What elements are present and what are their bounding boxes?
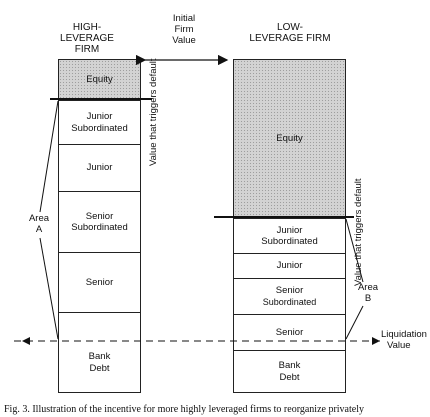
liquidation-left-arrow: [22, 337, 30, 345]
low-senior-block: Senior: [234, 314, 345, 350]
area-b-bracket-top: [345, 218, 364, 283]
high-senior-block: Senior: [59, 252, 140, 312]
area-b-label: Area B: [357, 282, 379, 304]
area-b-bracket-bottom: [345, 305, 364, 340]
low-trigger-label: Value that triggers default: [353, 178, 364, 286]
high-equity-block: Equity: [59, 60, 140, 100]
area-a-label: Area A: [28, 213, 50, 235]
area-a-bracket-bottom: [39, 237, 59, 340]
high-trigger-label: Value that triggers default: [148, 58, 159, 166]
liquidation-right-arrow: [372, 337, 380, 345]
liquidation-value-label: Liquidation Value: [381, 329, 427, 351]
low-leverage-header: LOW- LEVERAGE FIRM: [249, 22, 331, 44]
figure-caption: Fig. 3. Illustration of the incentive fo…: [4, 404, 364, 415]
area-a-bracket-top: [39, 100, 59, 213]
high-junior-block: Junior: [59, 144, 140, 191]
high-leverage-header: HIGH- LEVERAGE FIRM: [60, 22, 114, 55]
low-equity-block: Equity: [234, 60, 345, 218]
initial-firm-value-header: Initial Firm Value: [172, 13, 196, 46]
low-junior-block: Junior: [234, 253, 345, 278]
